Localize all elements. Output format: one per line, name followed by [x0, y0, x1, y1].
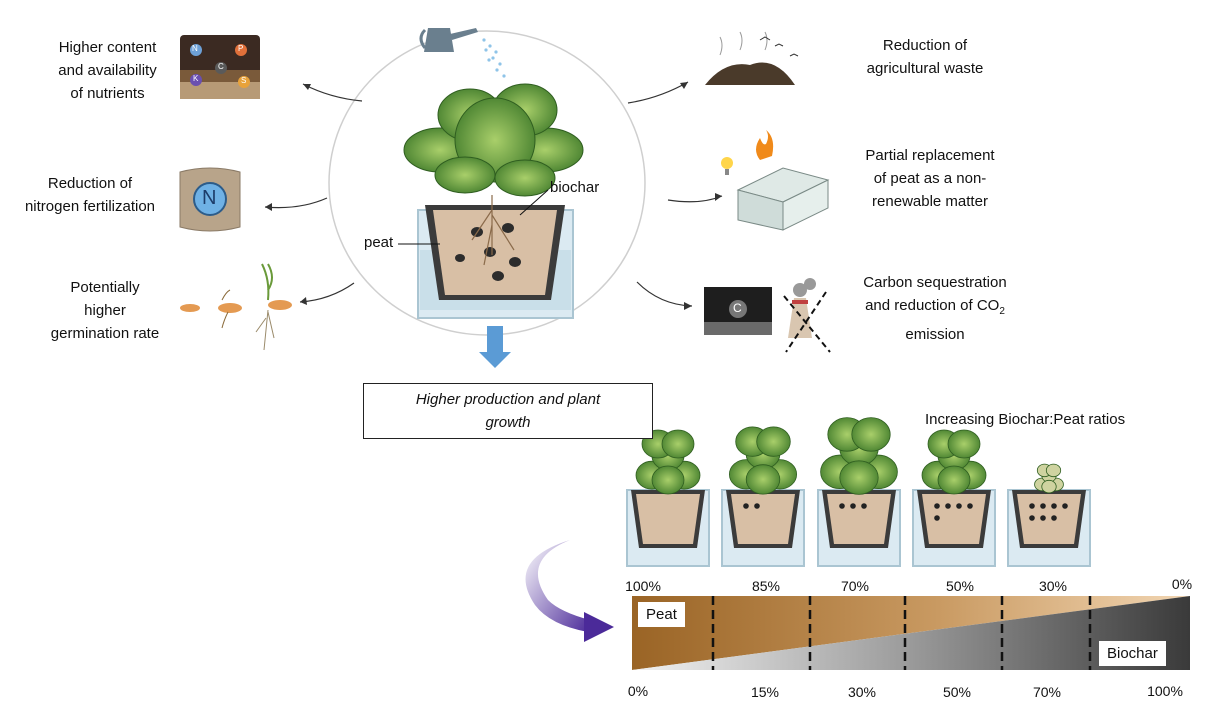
nutrient-n: N [192, 44, 198, 53]
ratio-gradient [632, 596, 1190, 670]
peat-pct-0: 100% [625, 578, 661, 594]
peat-pct-1: 85% [751, 578, 781, 594]
fertilizer-letter: N [202, 187, 217, 209]
ratio-pots [626, 417, 1091, 567]
nutrient-c: C [218, 62, 224, 71]
biochar-label: biochar [550, 179, 600, 196]
benefit-nitrogen: Reduction of nitrogen fertilization [24, 175, 156, 215]
peat-pct-4: 30% [1038, 578, 1068, 594]
ratio-pot-2 [817, 417, 901, 567]
carbon-letter: C [733, 301, 742, 315]
carbon-soil-icon [704, 287, 772, 335]
waste-pile-icon [705, 31, 799, 85]
benefit-carbon-line2-text: and reduction of CO [865, 297, 1000, 314]
germinating-seed-icon [180, 263, 292, 351]
gradient-peat-tag: Peat [638, 602, 685, 627]
biochar-pct-4: 70% [1032, 684, 1062, 700]
gradient-biochar-tag: Biochar [1099, 641, 1166, 666]
benefit-germination: Potentially higher germination rate [50, 279, 160, 342]
peat-pct-2: 70% [840, 578, 870, 594]
ratio-pot-1 [721, 426, 805, 567]
co2-subscript: 2 [999, 306, 1005, 317]
curved-arrow-icon [525, 540, 614, 642]
biochar-pct-0: 0% [627, 683, 649, 699]
potted-lettuce-icon [403, 83, 584, 319]
benefit-peat-replacement: Partial replacement of peat as a non- re… [865, 147, 995, 210]
soil-nutrients-icon [180, 35, 260, 99]
benefit-carbon-line3: emission [905, 326, 965, 343]
biochar-pct-1: 15% [750, 684, 780, 700]
ratio-pot-4 [1007, 463, 1091, 567]
benefit-carbon: Carbon sequestration and reduction of CO… [830, 271, 1040, 346]
biochar-pct-5: 100% [1147, 683, 1183, 699]
ratios-title: Increasing Biochar:Peat ratios [925, 411, 1126, 428]
down-arrow-icon [479, 326, 511, 368]
biochar-pct-2: 30% [847, 684, 877, 700]
nutrient-k: K [193, 74, 199, 83]
ratio-pot-3 [912, 429, 996, 567]
benefit-nutrients: Higher content and availability of nutri… [58, 39, 157, 102]
fertilizer-bag-icon [179, 167, 241, 232]
nutrient-s: S [241, 76, 247, 85]
peat-label: peat [364, 234, 394, 251]
peat-pct-3: 50% [945, 578, 975, 594]
result-box: Higher production and plant growth [363, 383, 653, 439]
ratio-pot-0 [626, 429, 710, 567]
benefit-carbon-line1: Carbon sequestration [863, 274, 1007, 291]
benefit-carbon-line2: and reduction of CO2 [830, 294, 1040, 323]
benefit-waste: Reduction of agricultural waste [866, 37, 984, 77]
watering-can-icon [419, 28, 506, 78]
greenhouse-icon [721, 130, 830, 231]
biochar-pct-3: 50% [942, 684, 972, 700]
nutrient-p: P [238, 44, 244, 53]
no-emission-icon [783, 278, 831, 353]
peat-pct-5: 0% [1171, 576, 1193, 592]
